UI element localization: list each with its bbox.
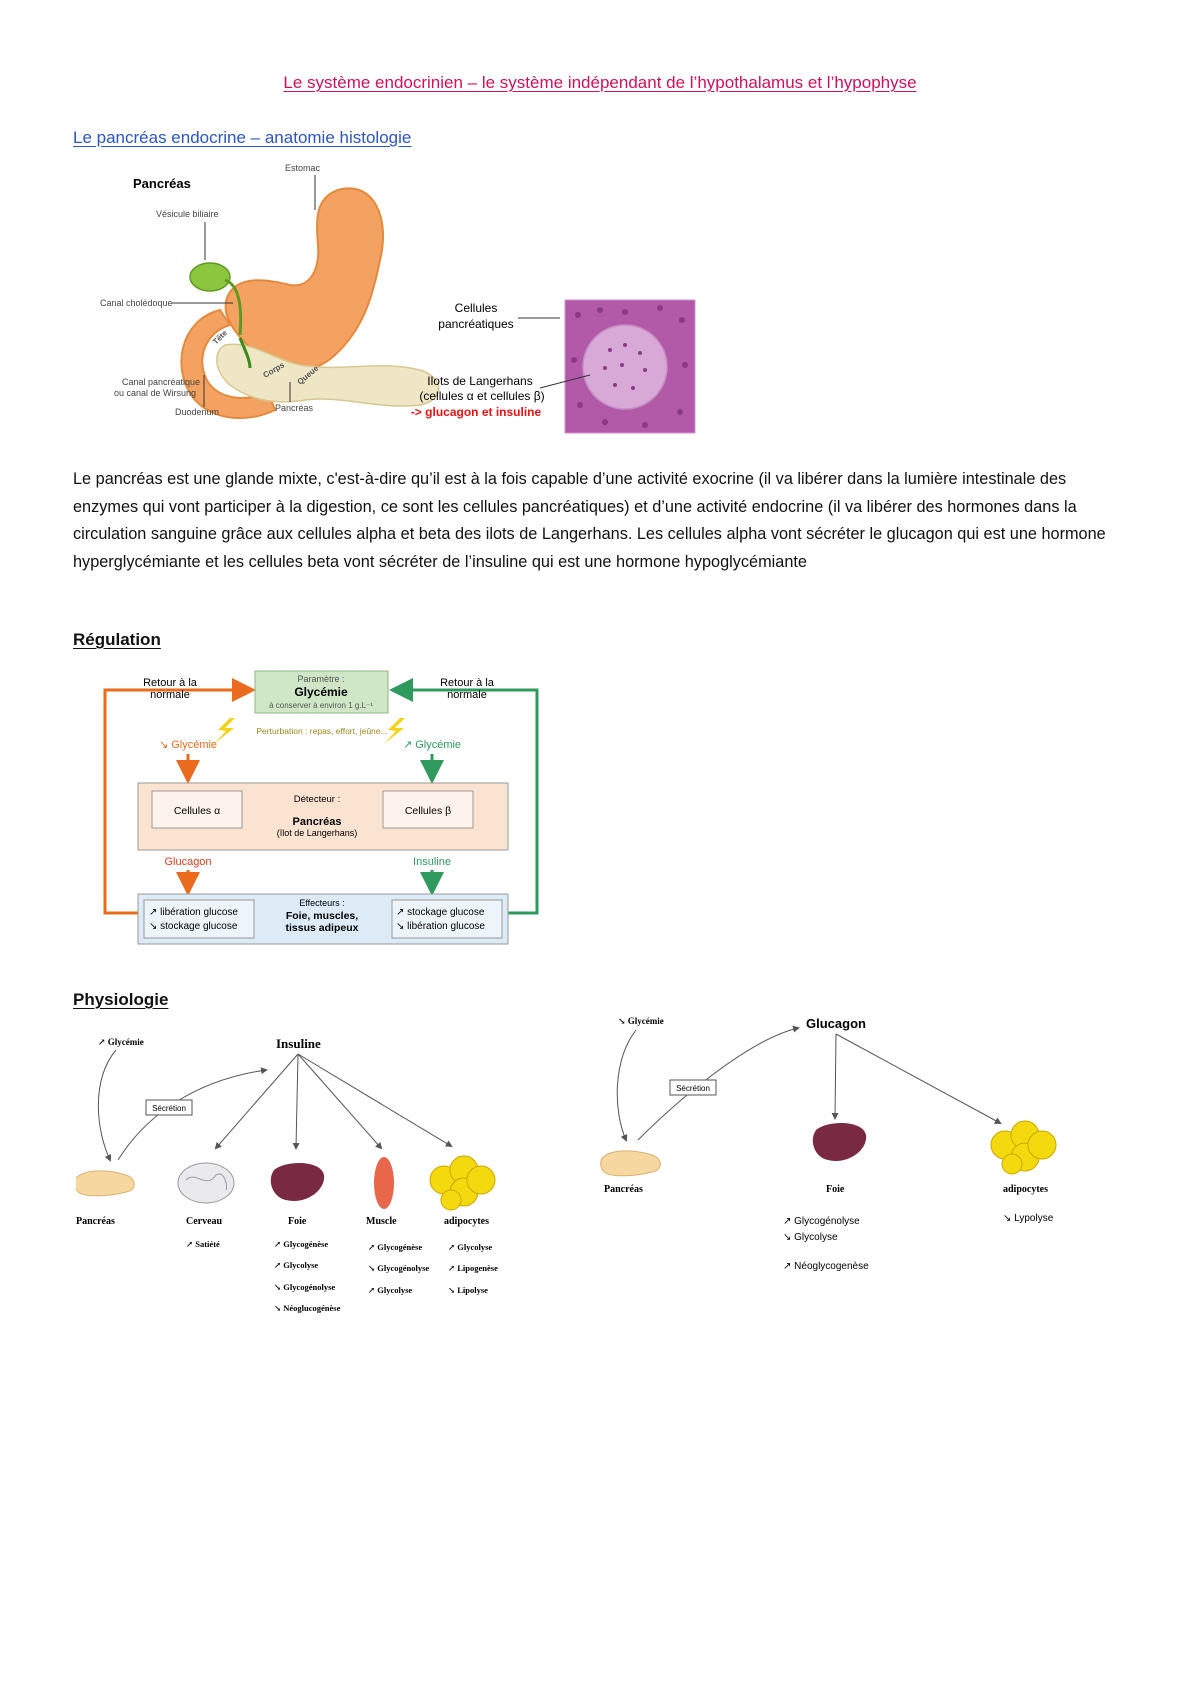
glucagon-foie-effect-0: ↗ Glycogénolyse (783, 1216, 860, 1227)
glucagon-adipocytes-label: adipocytes (1003, 1184, 1048, 1195)
adipocytes-icon (429, 1155, 496, 1211)
insulin-secretion: Sécrétion (152, 1104, 186, 1113)
label-ilots: Ilots de Langerhans (427, 374, 532, 388)
insulin-glycemie: ↗ Glycémie (98, 1037, 144, 1047)
retour-left-1: Retour à la (143, 677, 198, 689)
effect-adipo-1: ↗ Lipogenèse (448, 1263, 498, 1273)
brain-icon (177, 1162, 235, 1204)
label-estomac: Estomac (285, 163, 321, 173)
insulin-hormone: Insuline (276, 1036, 321, 1051)
retour-right-1: Retour à la (440, 677, 495, 689)
effect-foie-0: ↗ Glycogénèse (274, 1239, 328, 1249)
insulin-muscle-label: Muscle (366, 1216, 397, 1227)
effect-right-1: ↗ stockage glucose (396, 907, 485, 918)
liver-icon (270, 1163, 325, 1201)
duodenum-shape (180, 308, 277, 419)
document-title: Le système endocrinien – le système indé… (283, 73, 917, 92)
pancreas-icon (76, 1170, 135, 1197)
effect-adipo-0: ↗ Glycolyse (448, 1242, 492, 1252)
pancreas-anatomy-figure: Pancréas Estomac Vésicule biliaire Canal… (100, 163, 696, 434)
glycemie-up-label: ↗ Glycémie (403, 739, 461, 751)
glucagon-pancreas-label: Pancréas (604, 1184, 643, 1195)
insuline-label: Insuline (413, 856, 451, 868)
cellules-beta-label: Cellules β (405, 805, 451, 817)
insulin-pancreas-label: Pancréas (76, 1216, 115, 1227)
glycemie-down-label: ↘ Glycémie (159, 739, 217, 751)
parametre-box (254, 670, 389, 714)
label-pancreatiques: pancréatiques (438, 317, 513, 331)
pancreas-icon (600, 1150, 661, 1177)
effect-left-2: ↘ stockage glucose (149, 921, 238, 932)
section-heading-anatomy: Le pancréas endocrine – anatomie histolo… (73, 128, 412, 147)
liver-icon (812, 1123, 867, 1161)
lightning-icon (214, 718, 235, 744)
muscle-icon (374, 1157, 394, 1209)
glucagon-secretion: Sécrétion (676, 1084, 710, 1093)
glucagon-foie-extra: ↗ Néoglycogenèse (783, 1261, 869, 1272)
section-heading-regulation: Régulation (73, 630, 161, 649)
effect-muscle-1: ↘ Glycogénolyse (368, 1263, 429, 1273)
effect-muscle-0: ↗ Glycogénèse (368, 1242, 422, 1252)
param-label: Paramètre : (297, 674, 344, 684)
glucagon-label: Glucagon (164, 856, 211, 868)
glucagon-foie-label: Foie (826, 1184, 845, 1195)
retour-left-2: normale (150, 689, 190, 701)
param-sub: à conserver à environ 1 g.L⁻¹ (269, 701, 373, 710)
perturbation-label: Perturbation : repas, effort, jeûne... (256, 726, 387, 736)
effecteurs-label: Effecteurs : (299, 898, 344, 908)
label-vesicule: Vésicule biliaire (156, 209, 219, 219)
glucagon-diagram: ↘ Glycémie Sécrétion Glucagon Pancréas F… (600, 1016, 1057, 1272)
cellules-alpha-label: Cellules α (174, 805, 220, 817)
label-cellules-alpha-beta: (cellules α et cellules β) (419, 389, 544, 403)
langerhans-islet (582, 324, 668, 410)
section-heading-physiology: Physiologie (73, 990, 169, 1009)
effecteurs-2: tissus adipeux (286, 922, 359, 934)
adipocytes-icon (990, 1120, 1057, 1175)
effect-right-2: ↘ libération glucose (396, 921, 485, 932)
label-pancreas: Pancréas (275, 403, 314, 413)
glucagon-glycemie: ↘ Glycémie (618, 1016, 664, 1026)
label-glucagon-insuline: -> glucagon et insuline (411, 405, 542, 419)
detecteur-label: Détecteur : (294, 794, 340, 805)
cellules-alpha-box (151, 790, 243, 829)
glucagon-foie-effect-1: ↘ Glycolyse (783, 1232, 838, 1243)
retour-right-2: normale (447, 689, 487, 701)
label-wirsung: ou canal de Wirsung (114, 388, 196, 398)
effect-foie-3: ↘ Néoglucogénèse (274, 1303, 341, 1313)
intro-paragraph: Le pancréas est une glande mixte, c'est-… (73, 470, 1106, 571)
effecteurs-1: Foie, muscles, (286, 910, 358, 922)
regulation-diagram: Retour à la normale Retour à la normale … (103, 670, 539, 945)
anatomy-heading: Pancréas (133, 176, 191, 191)
cellules-beta-box (382, 790, 474, 829)
effect-adipo-2: ↘ Lipolyse (448, 1285, 488, 1295)
glucagon-hormone: Glucagon (806, 1016, 866, 1031)
detecteur-pancreas: Pancréas (293, 816, 342, 828)
effect-left-1: ↗ libération glucose (149, 907, 238, 918)
label-canal-pancreatique: Canal pancréatique (122, 377, 200, 387)
effect-cerveau-0: ↗ Satiété (186, 1239, 220, 1249)
label-duodenum: Duodenum (175, 407, 219, 417)
effect-foie-1: ↗ Glycolyse (274, 1260, 318, 1270)
insulin-diagram: ↗ Glycémie Sécrétion Insuline Pancréas C… (76, 1036, 498, 1313)
insulin-cerveau-label: Cerveau (186, 1216, 223, 1227)
label-canal-choledoque: Canal cholédoque (100, 298, 173, 308)
detecteur-ilot: (îlot de Langerhans) (277, 828, 358, 838)
stomach-shape (224, 187, 384, 372)
gallbladder-shape (189, 262, 231, 292)
pancreas-shape (216, 343, 440, 407)
insulin-adipocytes-label: adipocytes (444, 1216, 489, 1227)
param-name: Glycémie (294, 685, 348, 699)
label-cellules: Cellules (455, 301, 498, 315)
effect-muscle-2: ↗ Glycolyse (368, 1285, 412, 1295)
insulin-foie-label: Foie (288, 1216, 307, 1227)
glucagon-adipo-effect-0: ↘ Lypolyse (1003, 1213, 1054, 1224)
effect-foie-2: ↘ Glycogénolyse (274, 1282, 335, 1292)
